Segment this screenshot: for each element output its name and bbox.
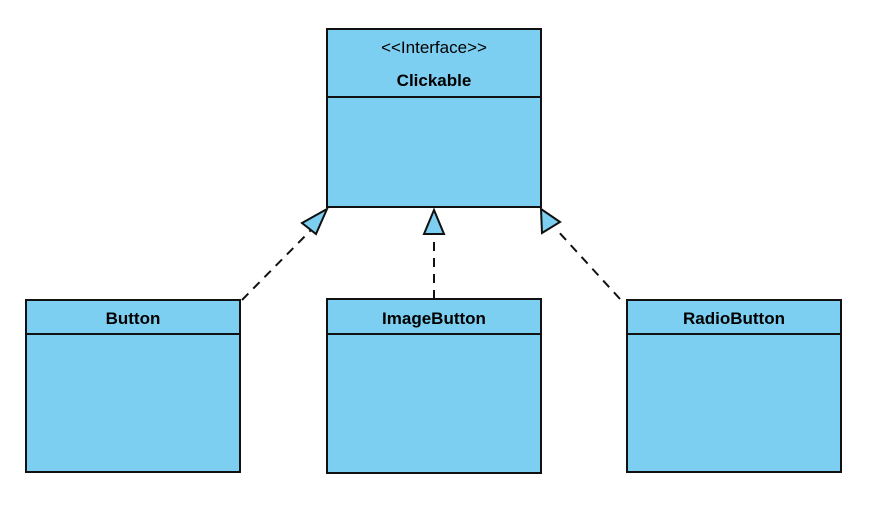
class-box-imagebutton: [326, 298, 542, 474]
interface-name: Clickable: [397, 71, 472, 90]
interface-stereotype: <<Interface>>: [381, 38, 487, 57]
realization-arrowheads: [300, 206, 562, 236]
interface-clickable[interactable]: <<Interface>> Clickable: [326, 28, 542, 208]
class-imagebutton[interactable]: ImageButton: [326, 298, 542, 474]
arrowhead-center: [422, 207, 446, 235]
class-box-button: [25, 299, 241, 473]
class-button[interactable]: Button: [25, 299, 241, 473]
arrowhead-right: [539, 207, 562, 235]
class-name-imagebutton: ImageButton: [382, 309, 486, 328]
class-name-button: Button: [106, 309, 161, 328]
arrowhead-left: [300, 206, 330, 236]
interface-box: [326, 28, 542, 208]
edge-radiobutton-to-clickable: [555, 228, 621, 300]
realization-edges: [241, 228, 621, 301]
class-name-radiobutton: RadioButton: [683, 309, 785, 328]
class-radiobutton[interactable]: RadioButton: [626, 299, 842, 473]
edge-button-to-clickable: [241, 228, 313, 301]
class-box-radiobutton: [626, 299, 842, 473]
